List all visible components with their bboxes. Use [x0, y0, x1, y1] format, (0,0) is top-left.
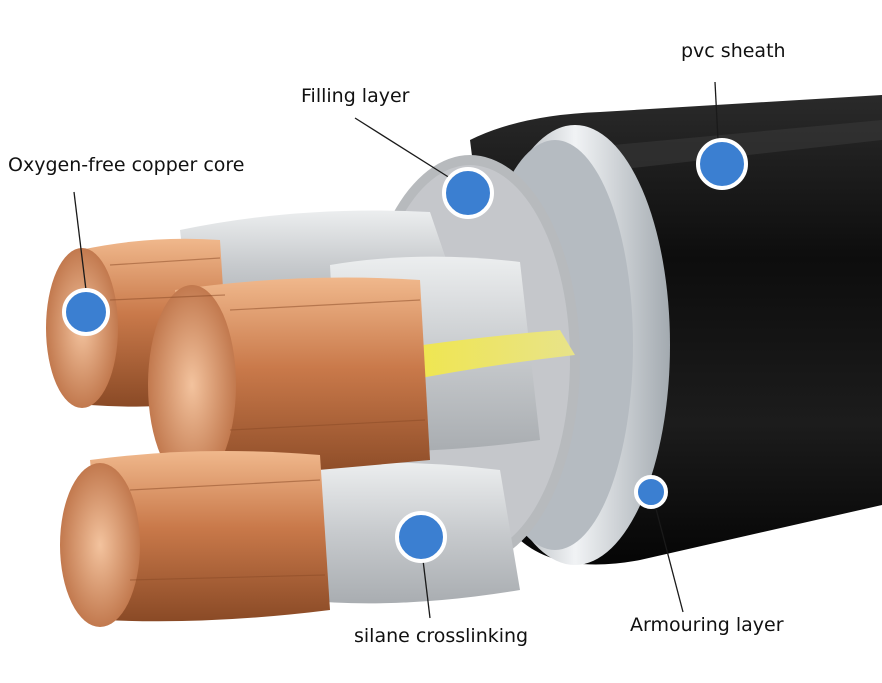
- markers: [62, 138, 748, 563]
- marker-armouring: [634, 475, 668, 509]
- marker-pvc-sheath: [696, 138, 748, 190]
- copper-face-middle: [148, 285, 236, 485]
- leader-silane: [422, 559, 431, 619]
- copper-face-bottom: [60, 463, 140, 627]
- label-pvc-sheath: pvc sheath: [681, 40, 786, 62]
- marker-silane: [395, 511, 447, 563]
- marker-copper-core: [62, 288, 110, 336]
- copper-strands-bottom: [90, 451, 330, 622]
- label-copper-core: Oxygen-free copper core: [8, 154, 245, 176]
- label-filling-layer: Filling layer: [301, 85, 410, 107]
- leader-pvc-sheath: [714, 81, 719, 141]
- leader-lines: [73, 81, 719, 619]
- leader-filling-layer: [354, 117, 451, 179]
- label-silane: silane crosslinking: [354, 625, 529, 647]
- leader-copper-core: [73, 191, 87, 291]
- marker-filling-layer: [442, 167, 494, 219]
- label-armouring: Armouring layer: [630, 614, 784, 636]
- leader-armouring: [654, 504, 684, 613]
- strand-lines: [109, 257, 426, 581]
